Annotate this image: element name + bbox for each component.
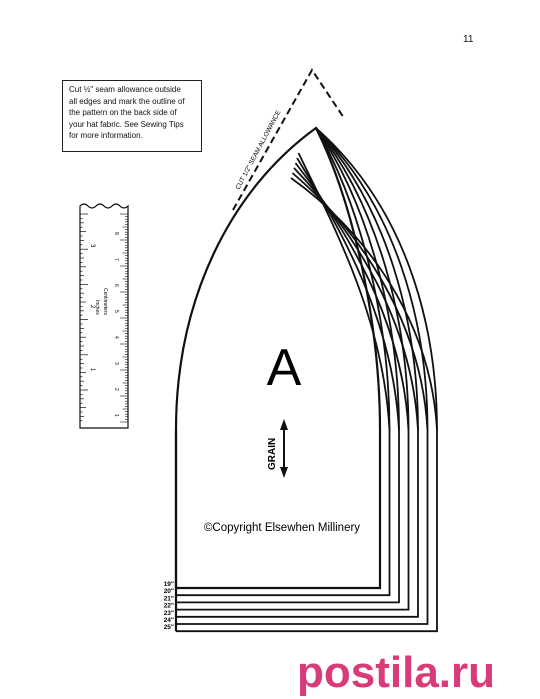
size-outline-rail xyxy=(293,167,419,431)
size-label: 19" xyxy=(164,581,174,588)
ruler-cm-label: 1 xyxy=(113,414,119,417)
seam-allowance-line xyxy=(232,68,345,211)
ruler-inches-word: Inches xyxy=(94,300,100,315)
seam-allowance-label: CUT 1/2" SEAM ALLOWANCE xyxy=(235,109,283,191)
ruler-cm-label: 5 xyxy=(113,310,119,313)
watermark: postila.ru xyxy=(297,648,495,697)
note-line: all edges and mark the outline of xyxy=(69,96,185,106)
ruler-cm-word: Centimeters xyxy=(102,288,108,315)
grain-arrow xyxy=(280,419,288,478)
page-number: 11 xyxy=(463,34,474,45)
size-outline-rail xyxy=(296,157,400,431)
size-label: 21" xyxy=(164,595,174,602)
instruction-note: Cut ½" seam allowance outside all edges … xyxy=(62,80,202,152)
note-line: Cut ½" seam allowance outside xyxy=(69,85,181,94)
copyright-text: ©Copyright Elsewhen Millinery xyxy=(204,522,360,534)
size-label: 20" xyxy=(164,588,174,595)
size-label: 24" xyxy=(164,617,174,624)
ruler-inch-label: 1 xyxy=(89,368,95,372)
ruler-cm-label: 2 xyxy=(113,388,119,391)
ruler-inch-label: 2 xyxy=(89,305,95,309)
ruler-cm-label: 6 xyxy=(113,284,119,287)
size-outlines xyxy=(174,126,438,633)
ruler-cm-label: 3 xyxy=(113,362,119,365)
size-label: 23" xyxy=(164,610,174,617)
size-outline-rail xyxy=(291,172,429,431)
ruler-cm-labels: 8 7 6 5 4 3 2 1 xyxy=(113,232,119,417)
size-outline xyxy=(176,127,429,625)
size-label: 22" xyxy=(164,603,174,610)
size-outline xyxy=(176,127,419,618)
ruler-cm-label: 8 xyxy=(113,232,119,235)
note-line: the pattern on the back side of xyxy=(69,108,177,118)
size-outline xyxy=(176,127,438,633)
size-outline xyxy=(176,127,391,597)
watermark-text: postila.ru xyxy=(297,648,495,697)
ruler-inch-ticks xyxy=(80,213,88,422)
grain-label: GRAIN xyxy=(267,438,278,470)
size-labels: 19"20"21"22"23"24"25" xyxy=(164,581,174,631)
ruler-inch-label: 3 xyxy=(89,244,95,248)
ruler-cm-label: 7 xyxy=(113,258,119,261)
size-outline-rail xyxy=(290,177,438,431)
note-line: your hat fabric. See Sewing Tips xyxy=(69,119,184,129)
pattern-letter: A xyxy=(267,339,302,397)
note-line: for more information. xyxy=(69,131,143,141)
size-outline-rail xyxy=(294,162,410,431)
ruler-cm-ticks xyxy=(120,213,128,423)
size-label: 25" xyxy=(164,624,174,631)
ruler: 3 2 1 Inches Centimeters 8 7 6 5 4 3 2 1 xyxy=(79,203,129,429)
size-outline xyxy=(176,127,400,604)
ruler-cm-label: 4 xyxy=(113,336,119,339)
